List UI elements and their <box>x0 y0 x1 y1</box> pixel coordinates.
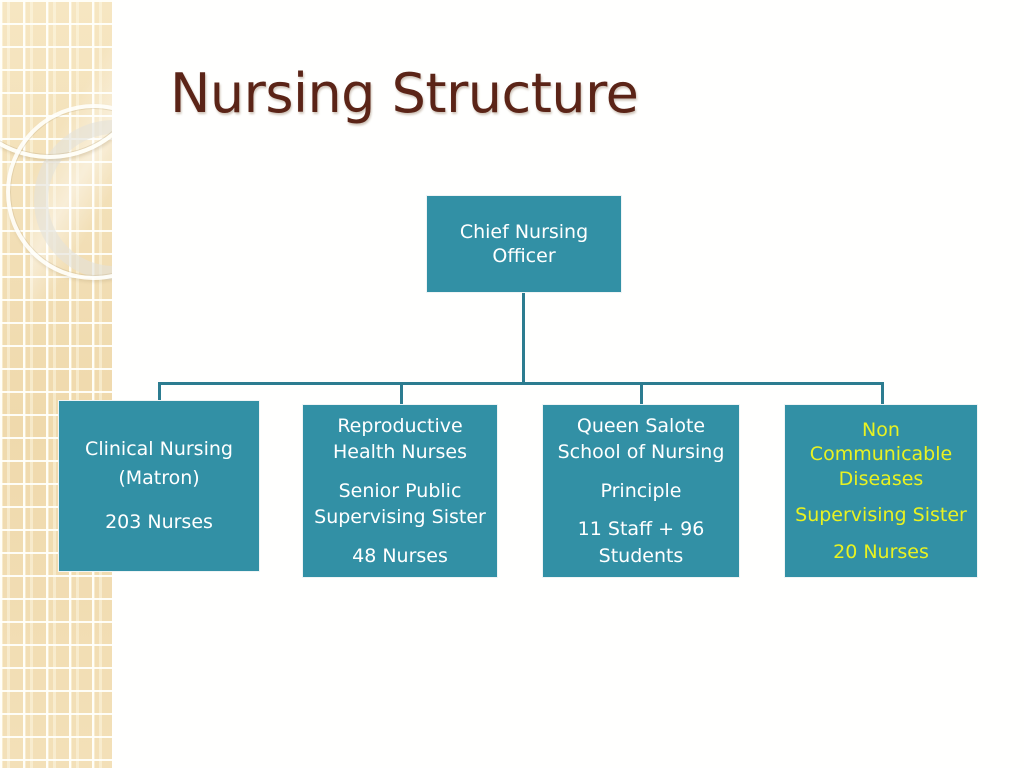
node-title-line: School of Nursing <box>557 441 725 464</box>
connector-root-stem <box>522 293 525 384</box>
connector-drop-queen-salote <box>640 384 643 406</box>
connector-drop-non-communicable <box>881 384 884 406</box>
node-role-line: Supervising Sister <box>314 506 486 529</box>
node-title-line: Communicable <box>809 443 953 466</box>
org-node-reproductive-health-nurses[interactable]: Reproductive Health Nurses Senior Public… <box>302 404 498 578</box>
node-title-line: Non <box>862 418 900 441</box>
node-count-line: 48 Nurses <box>352 544 448 567</box>
node-count-line: 11 Staff + 96 <box>577 518 705 541</box>
node-title-line: Health Nurses <box>333 441 467 464</box>
node-title-line: Reproductive <box>337 414 463 437</box>
node-count-line: Students <box>598 544 684 567</box>
node-count-line: 203 Nurses <box>105 511 213 534</box>
node-title-line: Diseases <box>838 467 924 490</box>
panel-white-edge <box>112 0 122 768</box>
org-node-non-communicable-diseases[interactable]: Non Communicable Diseases Supervising Si… <box>784 404 978 578</box>
node-title-line: (Matron) <box>118 466 200 489</box>
node-role-line: Supervising Sister <box>795 504 967 527</box>
node-role-line: Principle <box>600 479 682 502</box>
page-title: Nursing Structure <box>170 62 639 125</box>
connector-drop-reproductive-health <box>400 384 403 406</box>
org-node-chief-nursing-officer[interactable]: Chief Nursing Officer <box>426 195 622 293</box>
node-role-line: Senior Public <box>338 479 462 502</box>
org-node-queen-salote-school-of-nursing[interactable]: Queen Salote School of Nursing Principle… <box>542 404 740 578</box>
decorative-left-panel <box>0 0 112 768</box>
org-node-clinical-nursing[interactable]: Clinical Nursing (Matron) 203 Nurses <box>58 400 260 572</box>
node-title-line: Chief Nursing <box>459 220 589 243</box>
connector-horizontal-bus <box>158 382 884 385</box>
node-count-line: 20 Nurses <box>833 540 929 563</box>
node-title-line: Queen Salote <box>576 414 706 437</box>
connector-drop-clinical-nursing <box>158 384 161 402</box>
node-title-line: Clinical Nursing <box>85 438 233 461</box>
node-title-line: Officer <box>492 245 556 267</box>
